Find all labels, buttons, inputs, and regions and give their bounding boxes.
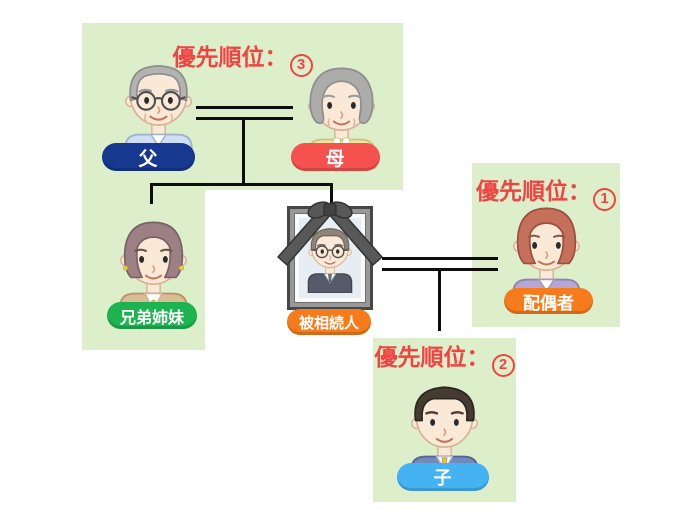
spouse-avatar [512, 207, 581, 309]
sibling-drop-line [150, 183, 153, 204]
child-label: 子 [397, 463, 489, 491]
priority-title-child: 優先順位：2 [373, 344, 516, 377]
parents-marriage-line-bottom [196, 117, 293, 120]
parents-descent-line [242, 119, 245, 186]
decedent-drop-line [330, 183, 333, 210]
circled-number-2: 2 [491, 353, 515, 377]
circled-number-3: 3 [289, 53, 313, 77]
priority-title-child-text: 優先順位： [374, 344, 490, 370]
decedent-avatar [307, 228, 353, 293]
decedent-label: 被相続人 [287, 309, 371, 335]
mourning-ribbon-icon [277, 201, 383, 266]
priority-title-spouse-text: 優先順位： [476, 178, 591, 204]
circled-number-1: 1 [593, 187, 616, 211]
mother-label: 母 [291, 143, 380, 171]
spouse-marriage-line-top [382, 257, 498, 260]
priority-title-parents: 優先順位：3 [82, 44, 403, 77]
priority-title-parents-text: 優先順位： [172, 44, 288, 70]
siblings-connector-bar [150, 183, 333, 186]
priority-title-spouse: 優先順位：1 [472, 178, 620, 211]
parents-marriage-line-top [196, 106, 293, 109]
spouse-label: 配偶者 [504, 288, 593, 314]
child-drop-line [438, 268, 441, 331]
siblings-label: 兄弟姉妹 [107, 302, 197, 329]
glasses-icon [131, 91, 186, 111]
father-label: 父 [102, 143, 195, 171]
